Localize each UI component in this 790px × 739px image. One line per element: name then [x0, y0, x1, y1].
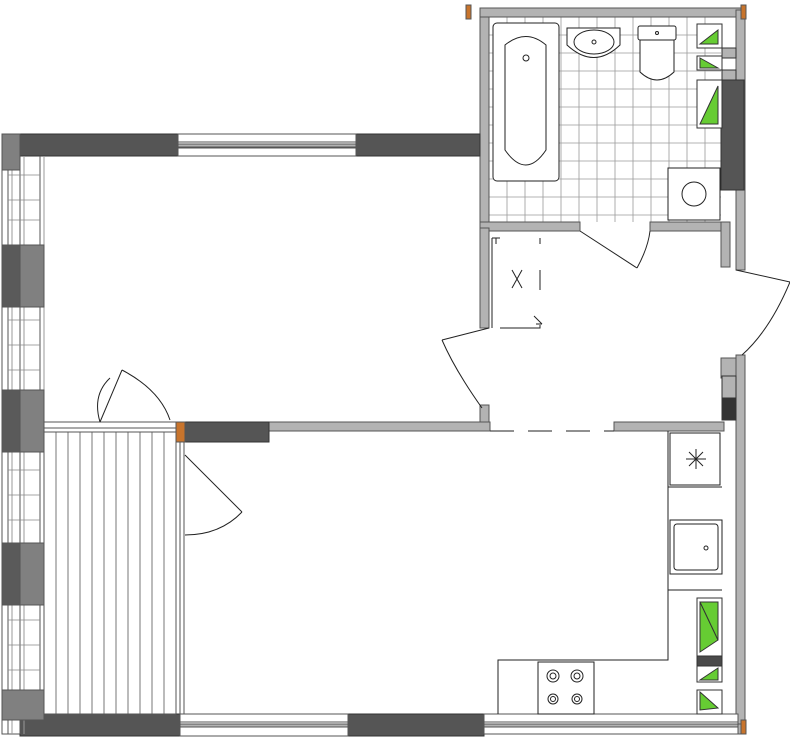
doors — [97, 230, 790, 536]
bathroom-door — [579, 230, 651, 269]
radiators — [696, 23, 737, 715]
bathroom-bottom-wall-left — [479, 221, 581, 232]
radiator-bath-3 — [696, 79, 723, 129]
living-room-door — [441, 327, 490, 409]
balcony-door-lower — [184, 454, 243, 536]
bathtub — [492, 22, 560, 182]
wardrobe — [491, 237, 543, 329]
bathroom-top-wall — [479, 7, 746, 18]
fridge — [669, 432, 721, 486]
entrance-door — [735, 269, 790, 356]
kitchen-partition-right — [613, 421, 725, 432]
toilet — [637, 25, 677, 81]
kitchen-right-wall — [720, 357, 737, 379]
bathroom-bottom-wall-right — [649, 221, 725, 232]
windows — [177, 133, 739, 737]
kitchen-vent — [721, 397, 737, 421]
radiator-bath-1 — [696, 23, 723, 49]
facade-pier-4 — [1, 689, 45, 721]
hall-left-wall — [479, 227, 490, 329]
top-wall-left — [19, 133, 179, 157]
balcony-wall-dark — [184, 421, 270, 443]
bathroom-fixtures — [492, 22, 721, 221]
kitchen-fixtures — [497, 431, 723, 715]
bottom-wall-middle — [347, 713, 485, 737]
washbasin — [566, 27, 621, 58]
balcony-facade — [1, 133, 45, 734]
right-wall-lower — [735, 354, 746, 726]
balcony-decking — [43, 421, 186, 715]
radiator-kitchen-1 — [696, 597, 723, 657]
balcony-door-upper — [97, 369, 171, 423]
radiator-kitchen-3 — [696, 689, 723, 715]
living-kitchen-wall — [267, 421, 491, 432]
right-wall-dark — [720, 79, 745, 191]
balcony-door-frame — [175, 421, 186, 443]
radiator-kitchen-2 — [696, 655, 723, 683]
bathroom-left-wall — [479, 9, 490, 229]
sink — [669, 519, 723, 575]
facade-pier-top — [1, 133, 21, 171]
cooktop — [537, 661, 595, 715]
top-wall-right — [355, 133, 481, 157]
hall-right-wall — [720, 221, 731, 268]
washing-machine — [667, 167, 721, 221]
radiator-bath-2 — [696, 55, 723, 71]
